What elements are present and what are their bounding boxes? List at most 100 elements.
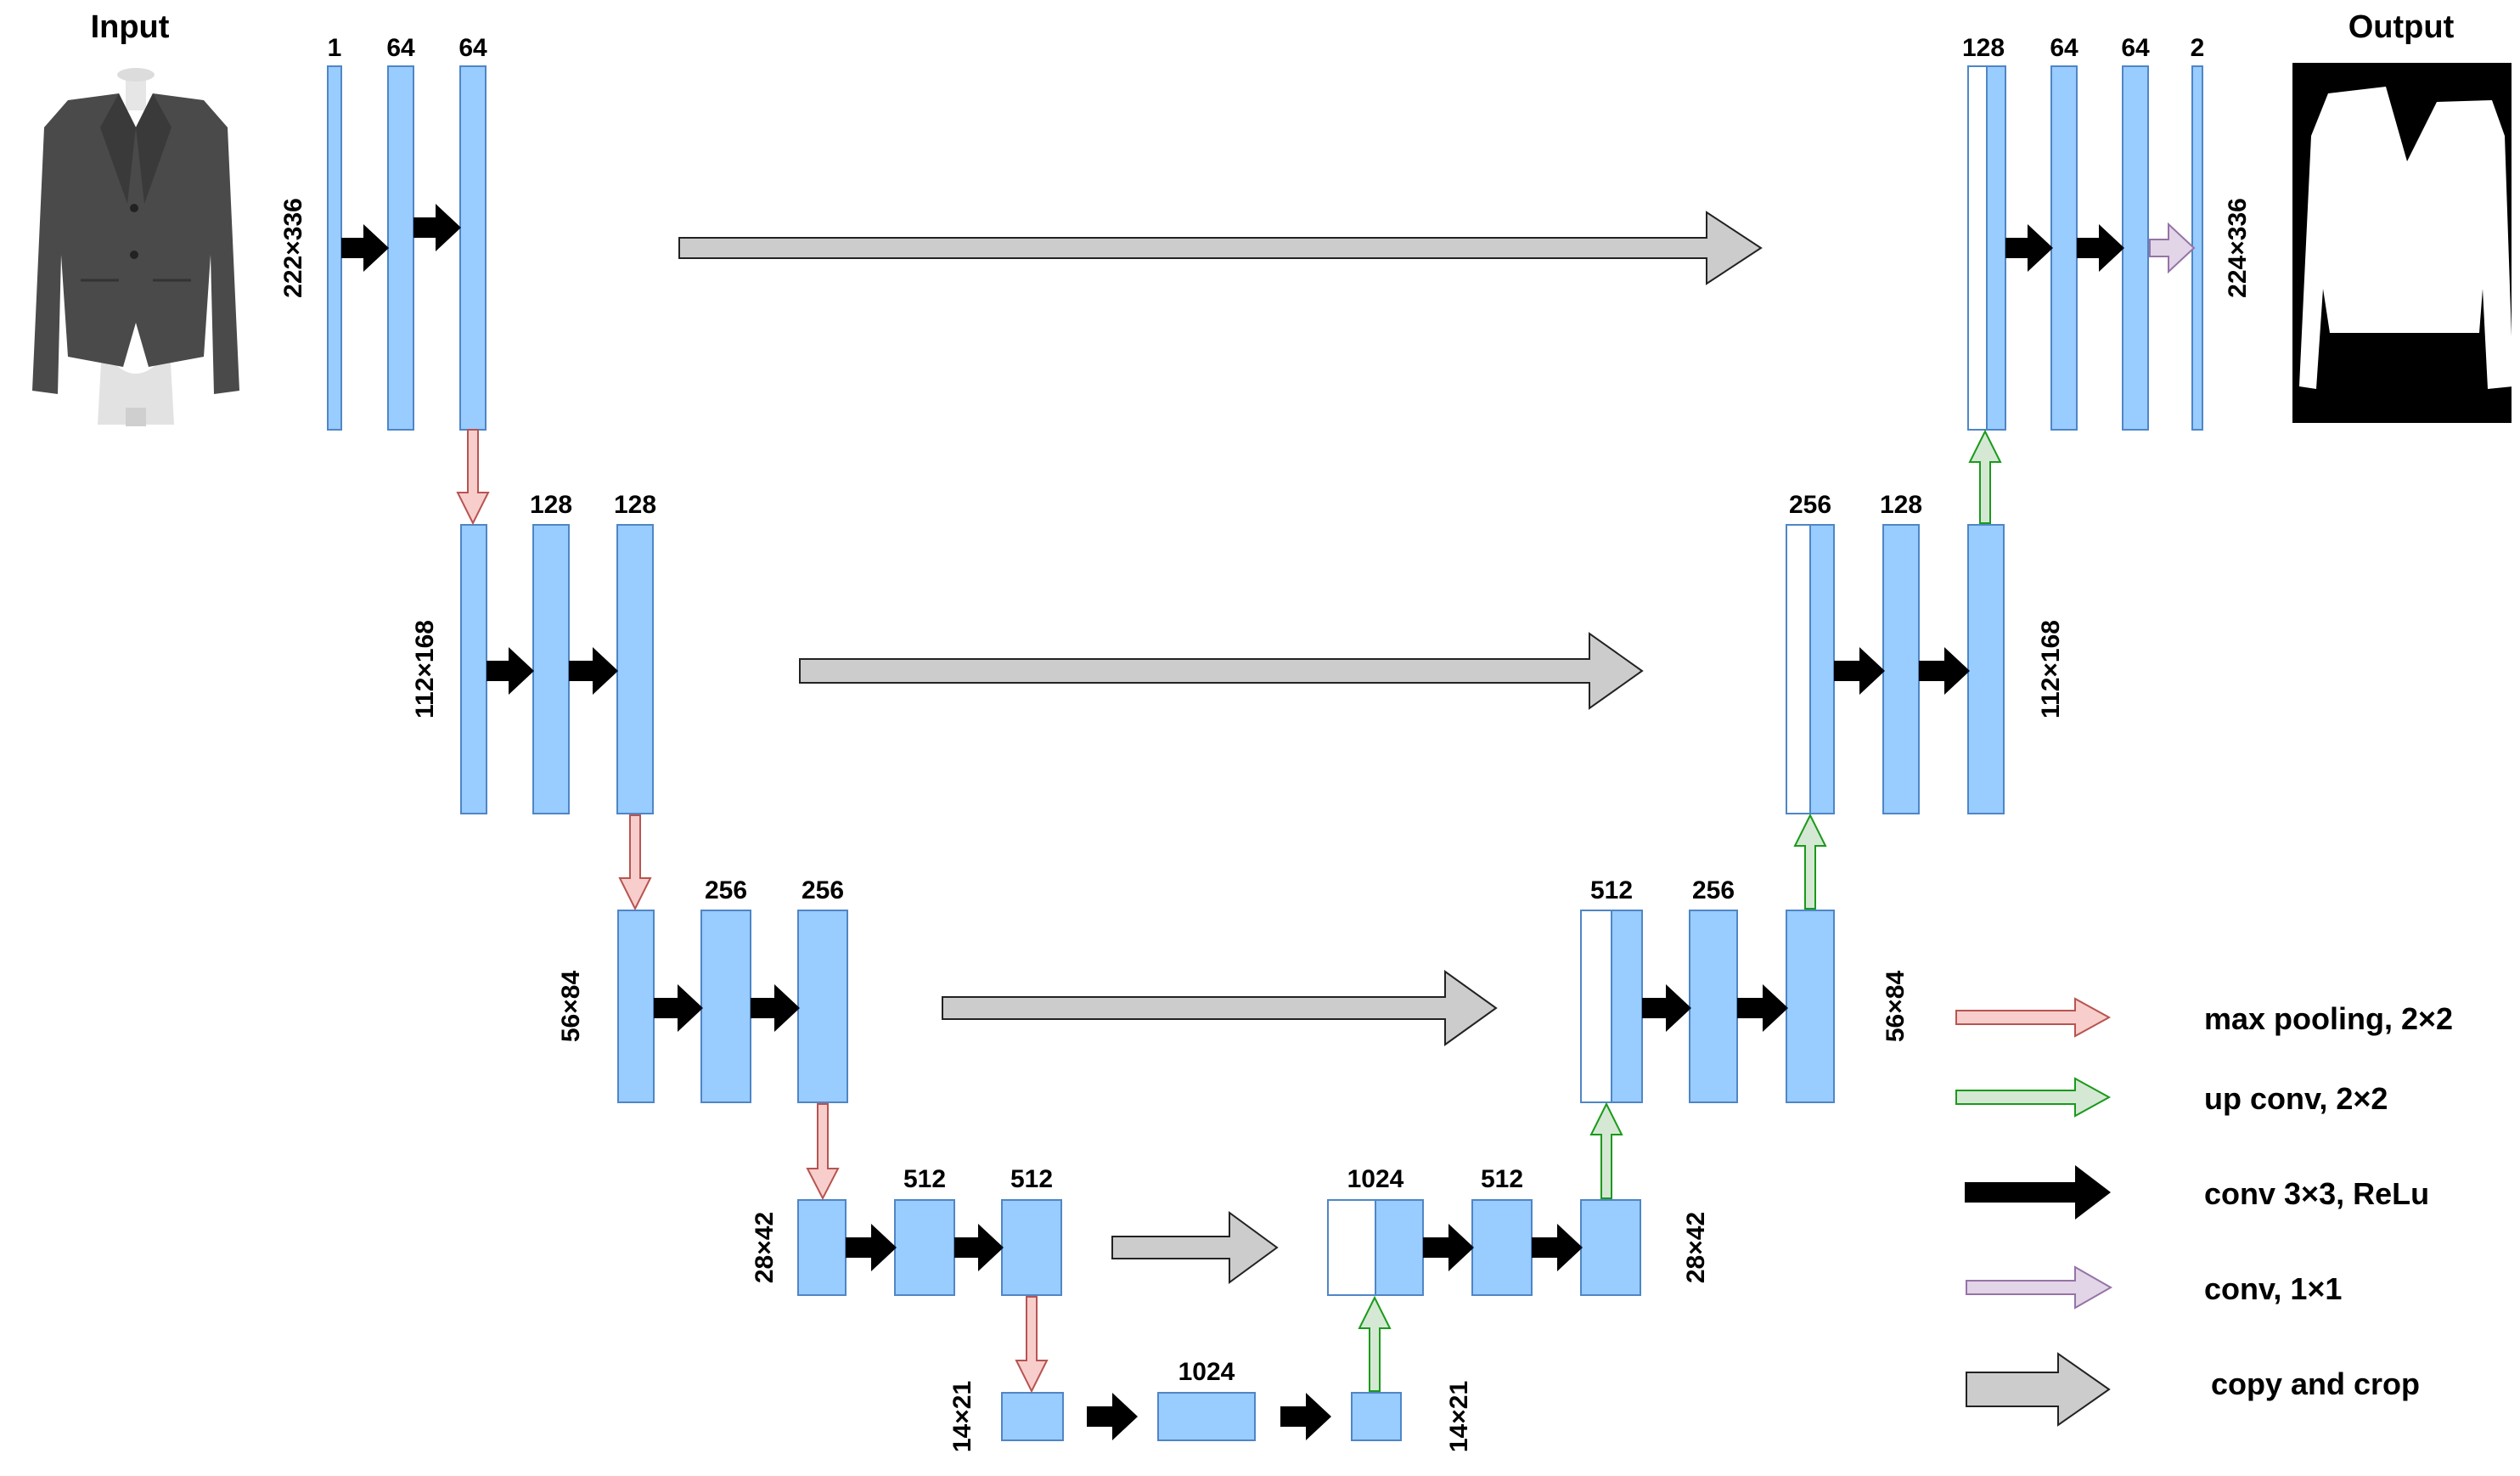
legend: max pooling, 2×2 up conv, 2×2 conv 3×3, … (1955, 997, 2453, 1427)
dec2-ch-1: 256 (1789, 491, 1831, 519)
conv3x3-arrow (2005, 224, 2053, 272)
bottleneck-ch: 1024 (1178, 1358, 1235, 1386)
enc2-block-3 (616, 524, 654, 814)
upconv-arrow (1793, 813, 1827, 910)
enc3-resolution: 56×84 (557, 971, 585, 1043)
dec3-ch-1: 512 (1590, 876, 1633, 904)
dec1-resolution: 224×336 (2224, 198, 2252, 298)
conv3x3-arrow (654, 984, 703, 1032)
output-title: Output (2348, 9, 2455, 45)
dec4-concat-copy (1327, 1199, 1376, 1296)
dec1-ch-1: 128 (1962, 34, 2005, 62)
enc2-block-2 (532, 524, 570, 814)
legend-maxpool-arrow (1955, 997, 2112, 1038)
dec2-resolution: 112×168 (2037, 620, 2065, 718)
copy-crop-arrows (678, 211, 1763, 1284)
enc3-block-2 (700, 910, 751, 1103)
conv3x3-arrow (1532, 1224, 1583, 1271)
enc3-ch-1: 256 (705, 876, 747, 904)
dec1-block-3 (2122, 65, 2149, 431)
dec4-block-2 (1471, 1199, 1533, 1296)
conv3x3-arrow (1423, 1224, 1474, 1271)
enc4-block-2 (894, 1199, 955, 1296)
dec1-ch-4: 2 (2191, 34, 2205, 62)
upconv-arrow (1968, 429, 2002, 524)
conv1x1-arrow (2149, 222, 2196, 274)
enc1-resolution: 222×336 (279, 198, 307, 298)
legend-copy-crop-arrow (1966, 1352, 2111, 1427)
bottleneck-block-3 (1351, 1392, 1402, 1441)
upconv-arrow (1358, 1295, 1392, 1392)
dec4-block-3 (1580, 1199, 1641, 1296)
upconv-arrows (1358, 429, 2002, 1392)
enc2-block-1 (460, 524, 487, 814)
conv3x3-arrow (1834, 647, 1885, 695)
dec3-block-2 (1689, 910, 1738, 1103)
conv3x3-arrow (487, 647, 534, 695)
bottom-left-resolution: 14×21 (948, 1381, 976, 1452)
legend-conv1x1-label: conv, 1×1 (2204, 1271, 2342, 1306)
enc3-block-1 (617, 910, 655, 1103)
dec3-resolution: 56×84 (1882, 971, 1910, 1043)
output-mask-image (2292, 63, 2513, 423)
enc1-ch-1: 1 (328, 34, 342, 62)
dec1-block-2 (2050, 65, 2078, 431)
dec3-ch-2: 256 (1692, 876, 1735, 904)
maxpool-arrow (456, 429, 490, 526)
dec2-block-2 (1882, 524, 1920, 814)
legend-conv3x3-label: conv 3×3, ReLu (2204, 1176, 2429, 1211)
legend-upconv-arrow (1955, 1077, 2112, 1118)
dec1-ch-2: 64 (2050, 34, 2078, 62)
dec3-concat-up (1611, 910, 1643, 1103)
enc1-ch-3: 64 (458, 34, 487, 62)
enc2-ch-1: 128 (530, 491, 572, 519)
legend-maxpool-label: max pooling, 2×2 (2204, 1001, 2453, 1036)
conv3x3-arrow (1919, 647, 1970, 695)
bottom-right-resolution: 14×21 (1445, 1381, 1473, 1452)
copy-crop-arrow (799, 632, 1644, 710)
upconv-arrow (1589, 1101, 1623, 1199)
dec4-resolution: 28×42 (1682, 1212, 1710, 1283)
conv3x3-arrows (341, 204, 2124, 1440)
conv3x3-arrow (751, 984, 800, 1032)
dec1-concat-copy (1967, 65, 1988, 431)
dec2-concat-copy (1786, 524, 1811, 814)
enc1-block-2 (387, 65, 414, 431)
conv3x3-arrow (341, 224, 389, 272)
enc4-ch-1: 512 (903, 1165, 946, 1193)
maxpool-arrow (806, 1103, 840, 1201)
dec4-ch-1: 1024 (1347, 1165, 1404, 1193)
enc4-block-3 (1001, 1199, 1062, 1296)
bottleneck-block-2 (1157, 1392, 1256, 1441)
enc1-block-1 (327, 65, 342, 431)
conv3x3-arrow (1087, 1393, 1138, 1440)
legend-conv1x1-arrow (1966, 1265, 2113, 1310)
dec2-block-3 (1967, 524, 2005, 814)
maxpool-arrows (456, 429, 1049, 1394)
enc2-resolution: 112×168 (411, 620, 439, 718)
conv3x3-arrow (2077, 224, 2124, 272)
legend-upconv-label: up conv, 2×2 (2204, 1081, 2388, 1116)
dec3-block-3 (1786, 910, 1835, 1103)
legend-conv3x3-arrow (1965, 1165, 2111, 1220)
legend-copy-crop-label: copy and crop (2211, 1366, 2420, 1401)
enc3-block-3 (797, 910, 848, 1103)
dec2-concat-up (1809, 524, 1835, 814)
input-jacket-image (17, 61, 243, 426)
conv3x3-arrow (954, 1224, 1004, 1271)
enc4-block-1 (797, 1199, 847, 1296)
conv3x3-arrow (1642, 984, 1691, 1032)
maxpool-arrow (618, 814, 652, 911)
conv3x3-arrow (1737, 984, 1788, 1032)
enc3-ch-2: 256 (802, 876, 844, 904)
enc4-resolution: 28×42 (751, 1212, 779, 1283)
enc2-ch-2: 128 (614, 491, 656, 519)
dec1-ch-3: 64 (2121, 34, 2150, 62)
dec1-concat-up (1986, 65, 2006, 431)
enc1-ch-2: 64 (386, 34, 415, 62)
dec3-concat-copy (1580, 910, 1612, 1103)
enc4-ch-2: 512 (1010, 1165, 1053, 1193)
copy-crop-arrow (678, 211, 1763, 285)
copy-crop-arrow (1111, 1211, 1279, 1284)
